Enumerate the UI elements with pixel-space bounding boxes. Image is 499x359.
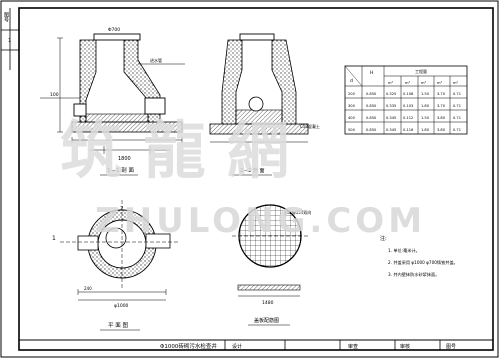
table-col-4: m² xyxy=(453,81,459,85)
quantity-table: d H 工程量 m³ m³ m³ m³ m² 200 0.850 0.325 0… xyxy=(344,65,468,135)
table-header-d: d xyxy=(350,78,353,84)
table-cell: 400 xyxy=(348,116,356,120)
outlet-pipe xyxy=(73,103,87,117)
table-cell: 0.850 xyxy=(366,116,377,120)
bench xyxy=(85,113,149,123)
table-col-2: m³ xyxy=(421,81,427,85)
level-label-left: 100 xyxy=(50,92,59,98)
table-cell: 0.71 xyxy=(453,92,461,96)
base-label: C10混凝土 xyxy=(300,123,320,129)
table-cell: 0.345 xyxy=(386,116,396,120)
design-label: 设计 xyxy=(232,343,242,350)
review-label: 审核 xyxy=(400,343,410,350)
note-item: 3. 井内壁抹防水砂浆抹面。 xyxy=(388,271,439,278)
plan-pipe-left xyxy=(77,235,99,251)
table-cell: 0.850 xyxy=(366,104,377,108)
table-row: 300 0.850 0.335 0.103 1.80 3.70 0.71 xyxy=(348,104,461,108)
table-cell: 300 xyxy=(348,104,356,108)
drawing-no-label: 图号 xyxy=(446,344,456,350)
section-2-2: C10混凝土 2—2 剖 面 xyxy=(209,33,320,176)
cover-title: 盖板配筋图 xyxy=(254,317,279,324)
note-item: 2. 井盖采用 φ1000 φ700铸铁井盖。 xyxy=(388,259,458,266)
table-cell: 0.116 xyxy=(403,128,414,132)
table-cell: 3.80 xyxy=(437,116,446,120)
plan-dim-bottom: φ1000 xyxy=(114,303,129,309)
table-header-right: 工程量 xyxy=(415,68,427,74)
cover-plan: φ12@150双向 1480 盖板配筋图 xyxy=(232,204,311,326)
table-cell: 1.80 xyxy=(421,104,430,108)
table-cell: 1.50 xyxy=(421,92,430,96)
side-label: 图号 xyxy=(3,12,9,23)
table-row: 400 0.850 0.345 0.112 1.50 3.80 0.71 xyxy=(348,116,461,120)
manhole-cover-2 xyxy=(239,33,275,41)
table-cell: 3.80 xyxy=(437,128,446,132)
wall-right-2 xyxy=(271,39,297,125)
table-cell: 1.80 xyxy=(421,128,430,132)
table-cell: 0.335 xyxy=(386,104,396,108)
notes-title: 注: xyxy=(380,235,387,242)
section-2-title: 2—2 剖 面 xyxy=(240,167,265,174)
table-cell: 0.850 xyxy=(366,128,377,132)
table-cell: 0.112 xyxy=(403,116,413,120)
table-cell: 1.50 xyxy=(421,116,430,120)
note-item: 1. 单位:毫米计。 xyxy=(388,247,420,254)
inlet-pipe xyxy=(144,97,166,115)
section-1-1: 1800 Φ700 100 进水管 1—1 剖 面 xyxy=(40,27,185,176)
table-cell: 0.850 xyxy=(366,92,377,96)
plan-pipe-right xyxy=(145,233,171,249)
manhole-cover xyxy=(93,33,141,41)
table-row: 200 0.850 0.325 0.108 1.50 3.70 0.71 xyxy=(348,92,461,96)
wall-left-2 xyxy=(221,39,243,125)
watermark: 筑 龍 網 ZHULONG.COM xyxy=(60,114,426,241)
plan-title: 平 面 图 xyxy=(108,321,128,329)
plan-view: 1 2 240 φ1000 平 面 图 xyxy=(52,200,180,331)
table-cell: 0.108 xyxy=(403,92,414,96)
pipe-section-2 xyxy=(248,96,264,112)
cover-section xyxy=(237,284,301,291)
table-cell: 0.325 xyxy=(386,92,396,96)
plan-dim-left: 240 xyxy=(84,286,92,291)
table-cell: 200 xyxy=(348,92,356,96)
cover-dim-bottom: 1480 xyxy=(262,300,274,306)
table-cell: 0.71 xyxy=(453,128,461,132)
table-cell: 500 xyxy=(348,128,356,132)
section-1-dim-bottom: 1800 xyxy=(118,156,131,162)
watermark-chinese: 筑 龍 網 xyxy=(60,114,289,187)
watermark-latin: ZHULONG.COM xyxy=(95,201,426,241)
section-1-dim-top: Φ700 xyxy=(108,27,120,33)
check-label: 审查 xyxy=(348,343,358,350)
side-number: 1 xyxy=(8,38,11,44)
plan-marker: 1 xyxy=(52,235,56,242)
sheet-title: Φ1000砖砌污水检查井 xyxy=(160,342,217,350)
table-col-1: m³ xyxy=(405,81,411,85)
table-cell: 0.345 xyxy=(386,128,396,132)
table-cell: 3.70 xyxy=(437,104,446,108)
inlet-label: 进水管 xyxy=(150,57,162,63)
table-row: 500 0.850 0.345 0.116 1.80 3.80 0.71 xyxy=(348,128,461,132)
notes: 注: 1. 单位:毫米计。 2. 井盖采用 φ1000 φ700铸铁井盖。 3.… xyxy=(380,235,458,278)
table-cell: 0.71 xyxy=(453,116,461,120)
cover-rebar-label: φ12@150双向 xyxy=(284,209,311,215)
table-cell: 0.103 xyxy=(403,104,413,108)
title-block: Φ1000砖砌污水检查井 设计 审查 审核 图号 xyxy=(18,339,494,351)
section-1-title: 1—1 剖 面 xyxy=(107,166,134,174)
table-cell: 0.71 xyxy=(453,104,461,108)
table-header-h: H xyxy=(370,70,373,76)
table-col-3: m³ xyxy=(437,81,443,85)
plan-opening xyxy=(105,227,127,249)
table-cell: 3.70 xyxy=(437,92,446,96)
plan-marker-2: 2 xyxy=(120,206,124,212)
table-col-0: m³ xyxy=(388,81,394,85)
